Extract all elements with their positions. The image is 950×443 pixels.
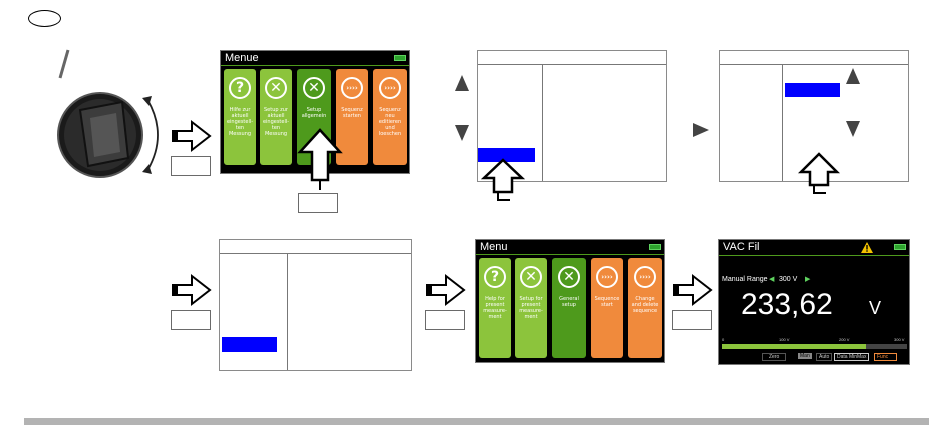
- softkey-bar: Zero Man Auto Data MinMax Func: [722, 353, 908, 363]
- up-triangle-icon: [846, 68, 860, 84]
- warning-icon: [861, 242, 873, 253]
- selection-bar[interactable]: [478, 148, 535, 162]
- selection-bar[interactable]: [785, 83, 840, 97]
- data-minmax-softkey[interactable]: Data MinMax: [834, 353, 870, 361]
- menu-screen-en: Menu ? Help for present measure- ment ✕ …: [475, 239, 665, 363]
- right-triangle-icon: [693, 123, 709, 137]
- bargraph-fill: [722, 344, 867, 349]
- menu-title: Menu: [480, 241, 508, 253]
- tile-help[interactable]: ? Hilfe zur aktuell eingestell- ten Mess…: [224, 69, 256, 165]
- list-screen-2: [719, 50, 909, 182]
- pointer-line: [58, 49, 70, 79]
- up-triangle-icon: [455, 75, 469, 91]
- tile-sequence-start[interactable]: ›››› Sequence start: [591, 258, 623, 358]
- tile-sequence-edit[interactable]: ›››› Sequenz neu editieren und loeschen: [373, 69, 407, 165]
- softkey[interactable]: [298, 193, 338, 213]
- measurement-title: VAC Fil: [723, 241, 760, 253]
- scale-ticks: 0 100 V 200 V 300 V: [722, 337, 905, 342]
- sequence-icon: ››››: [634, 266, 656, 288]
- separator-bar: [24, 418, 929, 425]
- measured-unit: V: [869, 298, 882, 318]
- range-value: 300 V: [779, 276, 798, 283]
- wrench-screwdriver-icon: ✕: [303, 77, 325, 99]
- func-softkey[interactable]: Func: [874, 353, 898, 361]
- tile-help[interactable]: ? Help for present measure- ment: [479, 258, 511, 358]
- battery-icon: [394, 55, 406, 61]
- measured-value: 233,62: [741, 288, 833, 321]
- select-arrow-icon: [297, 128, 343, 190]
- enter-arrow-icon: [797, 152, 841, 194]
- enter-arrow-icon: [480, 158, 526, 201]
- battery-icon: [649, 244, 661, 250]
- down-triangle-icon: [846, 121, 860, 137]
- range-left-icon[interactable]: ◀: [769, 276, 775, 283]
- help-icon: ?: [229, 77, 251, 99]
- menu-title: Menue: [225, 52, 259, 64]
- range-label: Manual Range: [722, 276, 768, 283]
- tile-setup-present[interactable]: ✕ Setup for present measure- ment: [515, 258, 547, 358]
- next-arrow-icon: [172, 119, 212, 153]
- sequence-icon: ››››: [379, 77, 401, 99]
- selection-bar[interactable]: [222, 337, 277, 352]
- range-right-icon[interactable]: ▶: [805, 276, 811, 283]
- tile-setup-general[interactable]: ✕ General setup: [552, 258, 586, 358]
- help-icon: ?: [484, 266, 506, 288]
- led-indicator: [28, 10, 61, 27]
- list-screen-1: [477, 50, 667, 182]
- rotary-dial[interactable]: [30, 40, 170, 180]
- tile-setup-present[interactable]: ✕ Setup zur aktuell eingestell- ten Mess…: [260, 69, 292, 165]
- softkey[interactable]: [672, 310, 712, 330]
- rotate-arrow-icon: [147, 99, 159, 171]
- softkey[interactable]: [425, 310, 465, 330]
- wrench-screwdriver-icon: ✕: [520, 266, 542, 288]
- next-arrow-icon: [673, 273, 713, 307]
- wrench-screwdriver-icon: ✕: [558, 266, 580, 288]
- man-softkey[interactable]: Man: [798, 353, 812, 359]
- tile-sequence-edit[interactable]: ›››› Change and delete sequence: [628, 258, 662, 358]
- sequence-icon: ››››: [596, 266, 618, 288]
- zero-softkey[interactable]: Zero: [762, 353, 787, 361]
- bargraph-track: [722, 344, 907, 349]
- down-triangle-icon: [455, 125, 469, 141]
- sequence-icon: ››››: [341, 77, 363, 99]
- next-arrow-icon: [426, 273, 466, 307]
- auto-softkey[interactable]: Auto: [816, 353, 833, 361]
- softkey[interactable]: [171, 310, 211, 330]
- tile-sequence-start[interactable]: ›››› Sequenz starten: [336, 69, 368, 165]
- next-arrow-icon: [172, 273, 212, 307]
- battery-icon: [894, 244, 906, 250]
- wrench-screwdriver-icon: ✕: [265, 77, 287, 99]
- list-screen-3: [219, 239, 412, 371]
- softkey[interactable]: [171, 156, 211, 176]
- measurement-screen: VAC Fil Manual Range ◀ 300 V ▶ 233,62 V …: [718, 239, 910, 365]
